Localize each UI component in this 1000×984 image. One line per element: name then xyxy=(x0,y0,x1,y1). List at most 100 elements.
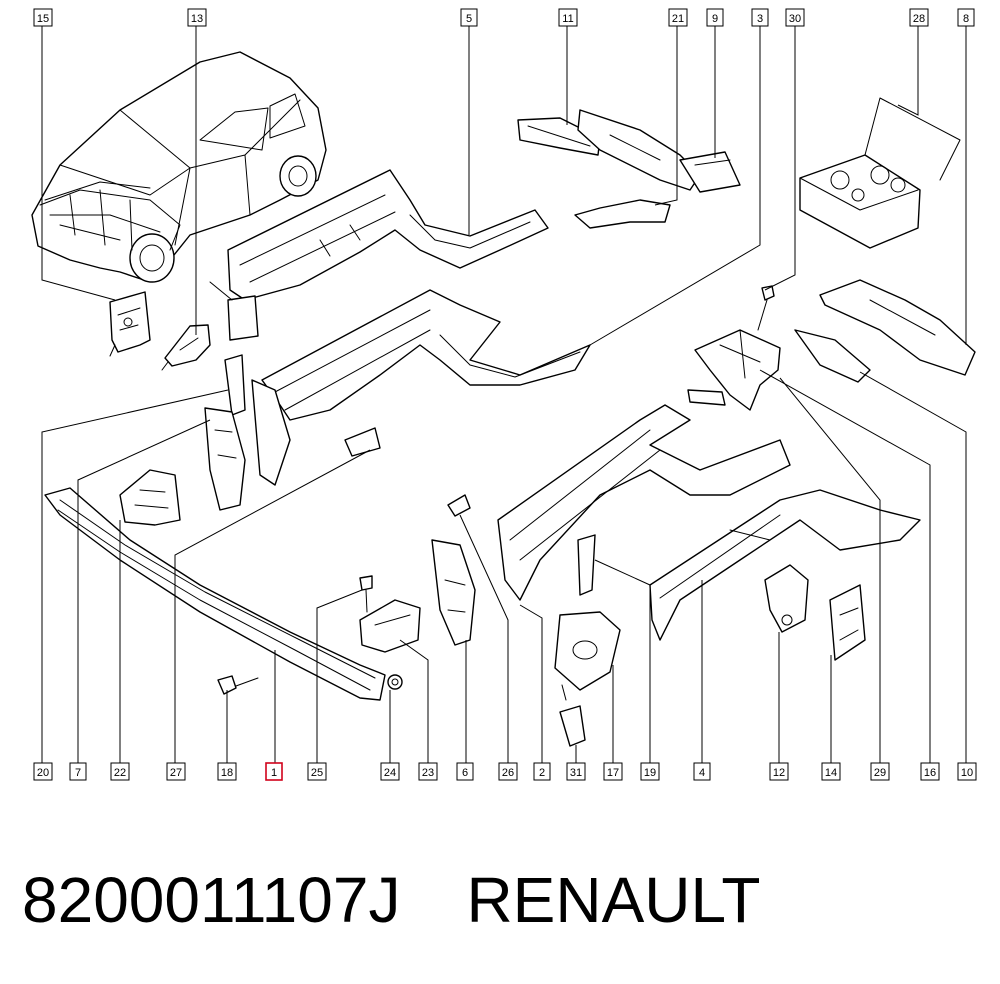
callout-number: 15 xyxy=(37,13,49,25)
callout-box xyxy=(769,762,789,781)
part-15-bracket xyxy=(109,291,151,357)
callout-26: 26 xyxy=(498,762,518,781)
callout-number: 22 xyxy=(114,767,126,779)
callout-10: 10 xyxy=(957,762,977,781)
callout-box xyxy=(821,762,841,781)
callout-8: 8 xyxy=(957,8,975,27)
callout-9: 9 xyxy=(706,8,724,27)
part-22-bracket xyxy=(119,469,181,526)
part-9-bracket xyxy=(577,109,741,193)
brand-name: RENAULT xyxy=(466,864,761,936)
part-30-bolt xyxy=(757,285,775,331)
callout-20: 20 xyxy=(33,762,53,781)
caption: 8200011107J RENAULT xyxy=(22,860,760,940)
callout-2: 2 xyxy=(533,762,551,781)
callout-6: 6 xyxy=(456,762,474,781)
callout-19: 19 xyxy=(640,762,660,781)
callout-box xyxy=(706,8,724,27)
callout-box xyxy=(33,762,53,781)
callout-box xyxy=(265,762,283,781)
callout-box xyxy=(460,8,478,27)
part-26-clip xyxy=(447,494,471,517)
callout-4: 4 xyxy=(693,762,711,781)
part-8-member xyxy=(819,279,976,376)
callout-12: 12 xyxy=(769,762,789,781)
callout-box xyxy=(533,762,551,781)
part-31-sensor xyxy=(559,684,586,747)
callout-box xyxy=(566,762,586,781)
callout-box xyxy=(498,762,518,781)
callout-number: 12 xyxy=(773,767,785,779)
callout-number: 7 xyxy=(75,767,81,779)
callout-box xyxy=(870,762,890,781)
callout-number: 10 xyxy=(961,767,973,779)
callout-18: 18 xyxy=(217,762,237,781)
callout-number: 21 xyxy=(672,13,684,25)
callout-22: 22 xyxy=(110,762,130,781)
part-2-rail xyxy=(497,404,791,601)
callout-box xyxy=(380,762,400,781)
callout-box xyxy=(456,762,474,781)
callout-box xyxy=(217,762,237,781)
exploded-parts-diagram: 1513511219330288207222718125242362623117… xyxy=(31,8,977,781)
callout-number: 28 xyxy=(913,13,925,25)
callout-number: 1 xyxy=(271,767,277,779)
callout-box xyxy=(920,762,940,781)
callout-number: 29 xyxy=(874,767,886,779)
part-5-rail xyxy=(209,169,549,341)
callout-box xyxy=(640,762,660,781)
part-10-16-members xyxy=(794,329,871,383)
callout-box xyxy=(909,8,929,27)
callout-23: 23 xyxy=(418,762,438,781)
callout-5: 5 xyxy=(460,8,478,27)
part-11-member xyxy=(517,117,601,156)
callout-box xyxy=(751,8,769,27)
part-29-engine-mount xyxy=(687,329,781,411)
part-25-bolt xyxy=(359,575,373,613)
callout-box xyxy=(418,762,438,781)
part-18-bolt xyxy=(217,675,259,695)
callout-box xyxy=(957,8,975,27)
callout-box xyxy=(957,762,977,781)
callout-27: 27 xyxy=(166,762,186,781)
part-14-bracket xyxy=(829,584,866,661)
callout-1: 1 xyxy=(265,762,283,781)
callout-number: 8 xyxy=(963,13,969,25)
callout-number: 17 xyxy=(607,767,619,779)
callout-31: 31 xyxy=(566,762,586,781)
callout-number: 30 xyxy=(789,13,801,25)
part-3-rail xyxy=(224,289,591,486)
callout-box xyxy=(307,762,327,781)
callout-number: 11 xyxy=(562,13,573,25)
callout-13: 13 xyxy=(187,8,207,27)
callout-box xyxy=(69,762,87,781)
callout-box xyxy=(166,762,186,781)
callout-number: 6 xyxy=(462,767,468,779)
callout-14: 14 xyxy=(821,762,841,781)
part-1-cross-member xyxy=(44,487,386,701)
callout-box xyxy=(33,8,53,27)
part-23-bracket xyxy=(359,599,421,653)
callout-box xyxy=(110,762,130,781)
callout-box xyxy=(785,8,805,27)
callout-number: 9 xyxy=(712,13,718,25)
callout-number: 27 xyxy=(170,767,182,779)
part-4-rail xyxy=(649,489,921,641)
callout-box xyxy=(558,8,578,27)
callout-21: 21 xyxy=(668,8,688,27)
callout-11: 11 xyxy=(558,8,578,27)
callout-15: 15 xyxy=(33,8,53,27)
callout-number: 18 xyxy=(221,767,233,779)
callout-number: 24 xyxy=(384,767,396,779)
part-27-bracket xyxy=(344,427,381,457)
callout-number: 19 xyxy=(644,767,656,779)
callout-box xyxy=(187,8,207,27)
part-number: 8200011107J xyxy=(22,864,401,936)
part-12-bracket xyxy=(764,564,809,633)
part-6-upright xyxy=(431,539,476,646)
callout-29: 29 xyxy=(870,762,890,781)
callout-box xyxy=(693,762,711,781)
callout-number: 16 xyxy=(924,767,936,779)
part-28-fitting-kit xyxy=(799,97,961,249)
callout-17: 17 xyxy=(603,762,623,781)
